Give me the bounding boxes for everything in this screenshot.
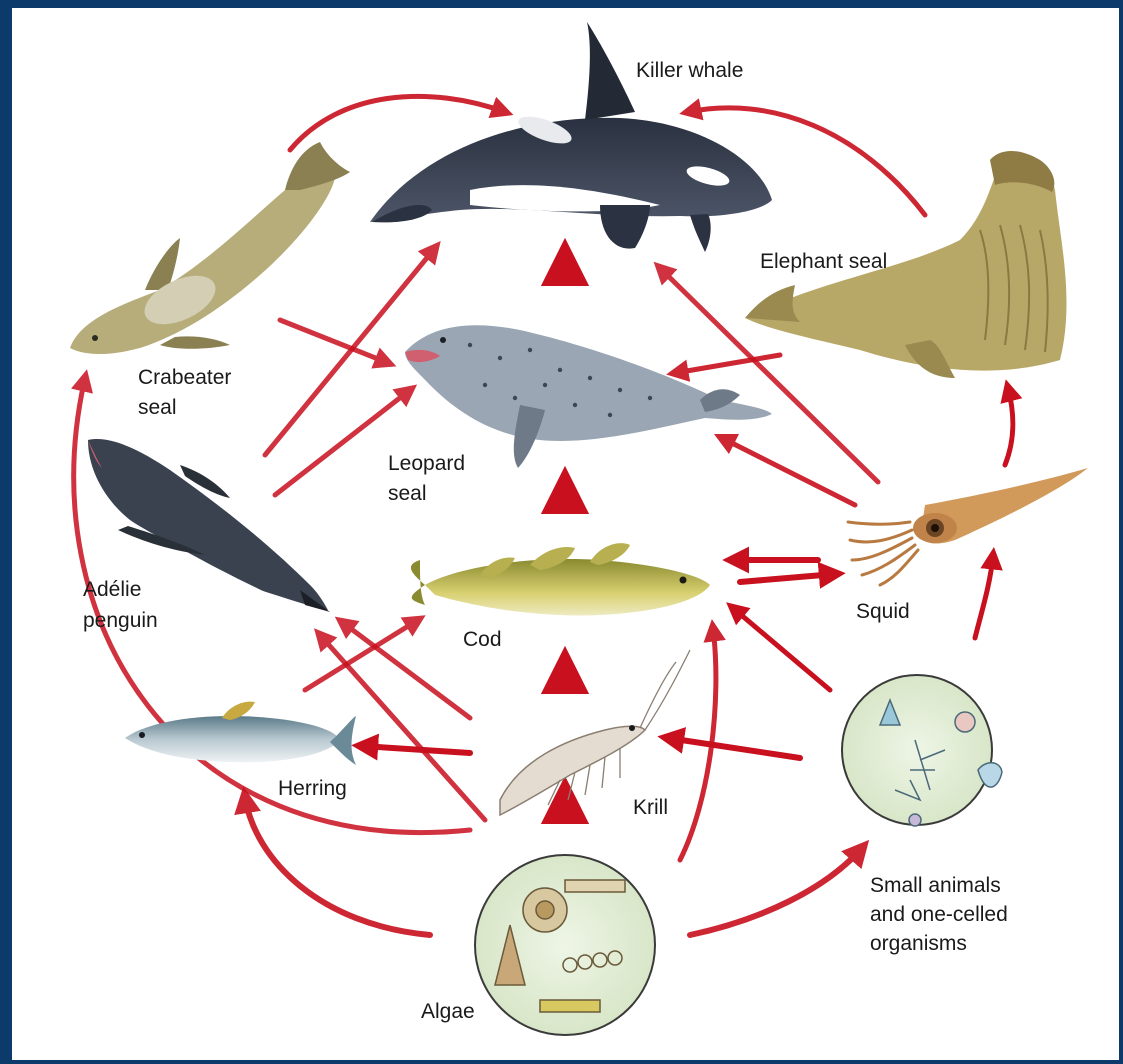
arrow-penguin-leopard-seal — [275, 390, 410, 495]
killer-whale-illustration — [370, 22, 772, 252]
label-algae: Algae — [421, 1000, 475, 1023]
label-cod: Cod — [463, 628, 502, 651]
label-small-animals: Small animals and one-celled organisms — [870, 874, 1014, 955]
small-animals-illustration — [842, 675, 1002, 826]
herring-illustration — [125, 702, 356, 765]
arrow-small-animals-cod — [733, 608, 830, 690]
arrow-small-animals-squid — [975, 556, 993, 638]
label-leopard-seal: Leopard seal — [388, 452, 471, 505]
label-elephant-seal: Elephant seal — [760, 250, 887, 273]
label-herring: Herring — [278, 777, 347, 800]
arrow-krill-penguin — [342, 622, 470, 718]
arrow-cod-squid — [740, 574, 835, 582]
algae-illustration — [475, 855, 655, 1035]
crabeater-seal-illustration — [70, 142, 350, 354]
arrow-squid-elephant — [1005, 388, 1013, 465]
arrow-algae-herring — [245, 797, 430, 935]
label-crabeater-seal: Crabeater seal — [138, 366, 237, 419]
label-killer-whale: Killer whale — [636, 59, 743, 82]
arrow-algae-small-animals — [690, 848, 862, 935]
squid-illustration — [848, 468, 1088, 585]
arrow-krill-herring — [362, 746, 470, 753]
arrow-small-animals-krill — [668, 738, 800, 758]
leopard-seal-illustration — [405, 325, 772, 468]
label-krill: Krill — [633, 796, 668, 819]
label-squid: Squid — [856, 600, 910, 623]
arrow-squid-leopard-seal — [722, 438, 855, 505]
arrow-crabeater-killer-whale — [290, 96, 505, 150]
cod-illustration — [411, 543, 710, 615]
krill-illustration — [500, 650, 690, 815]
